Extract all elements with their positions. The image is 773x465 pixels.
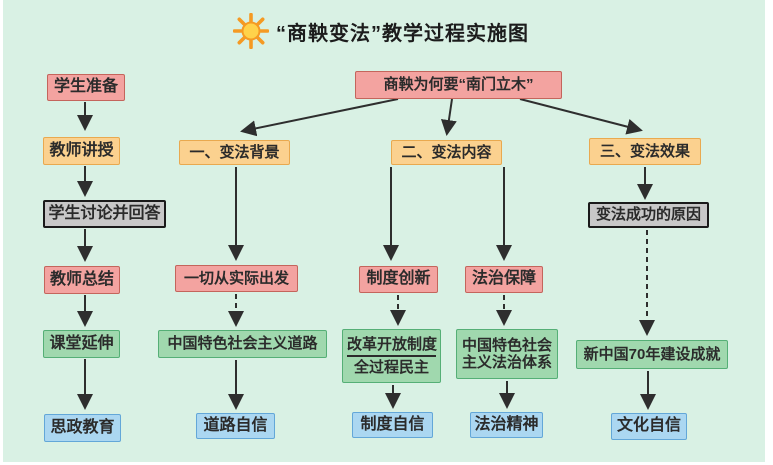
sun-icon (233, 13, 269, 49)
node-branch3-header: 三、变法效果 (589, 138, 701, 165)
page-edge-bottom (0, 462, 773, 465)
node-teacher-lecture: 教师讲授 (43, 137, 120, 165)
node-proceed-from-reality: 一切从实际出发 (175, 265, 298, 292)
node-teacher-summary: 教师总结 (44, 266, 120, 294)
node-rule-of-law-spirit: 法治精神 (470, 412, 543, 438)
node-ideological-education: 思政教育 (44, 414, 121, 442)
node-student-prep: 学生准备 (47, 74, 125, 101)
node-line-whole-process-democracy: 全过程民主 (353, 359, 429, 376)
node-reform-opening-system: 改革开放制度 全过程民主 (342, 329, 441, 383)
node-socialist-road: 中国特色社会主义道路 (158, 330, 327, 358)
node-institution-innovation: 制度创新 (359, 266, 438, 293)
page-edge-right (765, 0, 773, 465)
node-road-confidence: 道路自信 (196, 413, 275, 439)
node-reform-success-reason: 变法成功的原因 (588, 202, 709, 228)
node-line-reform-opening: 改革开放制度 (347, 336, 437, 357)
page-title: “商鞅变法”教学过程实施图 (276, 22, 529, 45)
node-student-discussion: 学生讨论并回答 (43, 200, 166, 228)
node-branch1-header: 一、变法背景 (179, 140, 290, 165)
node-culture-confidence: 文化自信 (611, 413, 687, 440)
title-row: “商鞅变法”教学过程实施图 (233, 13, 529, 49)
node-institution-confidence: 制度自信 (352, 412, 433, 438)
page-edge-left (0, 0, 3, 465)
node-class-extension: 课堂延伸 (43, 330, 120, 358)
node-new-china-achievements: 新中国70年建设成就 (576, 340, 728, 369)
node-rule-of-law-guarantee: 法治保障 (465, 266, 543, 293)
node-branch2-header: 二、变法内容 (391, 140, 502, 165)
node-root-question: 商鞅为何要“南门立木” (355, 71, 562, 99)
node-line-socialist: 中国特色社会 (461, 336, 552, 354)
node-line-law-system: 主义法治体系 (461, 354, 552, 371)
node-socialist-law-system: 中国特色社会 主义法治体系 (456, 329, 558, 379)
